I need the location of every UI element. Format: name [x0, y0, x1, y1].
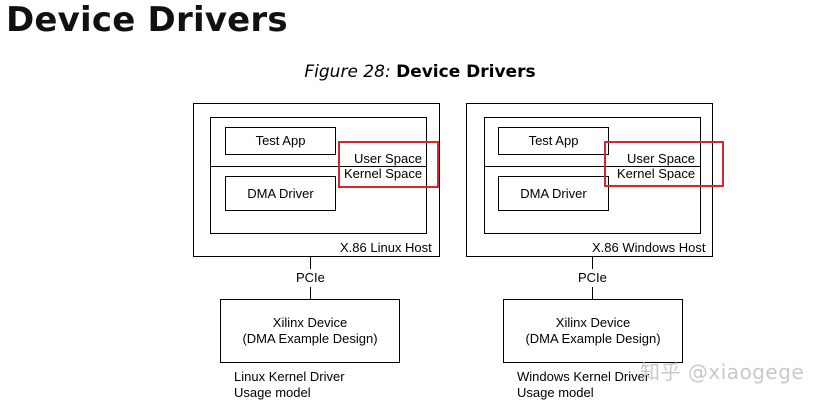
- kernel-space-label: Kernel Space: [344, 166, 423, 181]
- dma-driver-label: DMA Driver: [520, 185, 587, 201]
- usage-note-title: Linux Kernel Driver: [234, 369, 345, 384]
- usage-note-subtitle: Usage model: [234, 385, 311, 400]
- device-design: (DMA Example Design): [525, 331, 661, 346]
- watermark: 知乎 @xiaogege: [640, 360, 805, 384]
- device-name: Xilinx Device: [555, 315, 631, 330]
- figure-title: Device Drivers: [396, 62, 536, 82]
- figure-caption: Figure 28: Device Drivers: [0, 62, 840, 82]
- device-box: Xilinx Device (DMA Example Design): [503, 299, 683, 363]
- figure-number: Figure 28:: [304, 62, 391, 82]
- highlight-box: [338, 141, 439, 188]
- kernel-space-label: Kernel Space: [617, 166, 696, 181]
- pcie-label: PCIe: [578, 270, 607, 285]
- usage-note-subtitle: Usage model: [517, 385, 594, 400]
- highlight-box: [604, 141, 724, 187]
- usage-note-title: Windows Kernel Driver: [517, 369, 650, 384]
- host-label: X.86 Linux Host: [340, 240, 432, 255]
- pcie-label: PCIe: [296, 270, 325, 285]
- device-design: (DMA Example Design): [242, 331, 378, 346]
- user-space-label: User Space: [627, 151, 695, 166]
- dma-driver-label: DMA Driver: [247, 185, 314, 201]
- connector-line: [310, 257, 311, 269]
- test-app-box: Test App: [498, 127, 609, 155]
- dma-driver-box: DMA Driver: [498, 176, 609, 211]
- connector-line: [592, 257, 593, 269]
- test-app-box: Test App: [225, 127, 336, 155]
- test-app-label: Test App: [255, 133, 306, 148]
- connector-line: [310, 287, 311, 299]
- device-name: Xilinx Device: [272, 315, 348, 330]
- space-divider: [210, 166, 427, 167]
- page-heading: Device Drivers: [6, 0, 288, 40]
- device-box: Xilinx Device (DMA Example Design): [220, 299, 400, 363]
- dma-driver-box: DMA Driver: [225, 176, 336, 211]
- connector-line: [592, 287, 593, 299]
- space-divider: [484, 166, 701, 167]
- host-label: X.86 Windows Host: [592, 240, 706, 255]
- test-app-label: Test App: [528, 133, 579, 148]
- user-space-label: User Space: [354, 151, 422, 166]
